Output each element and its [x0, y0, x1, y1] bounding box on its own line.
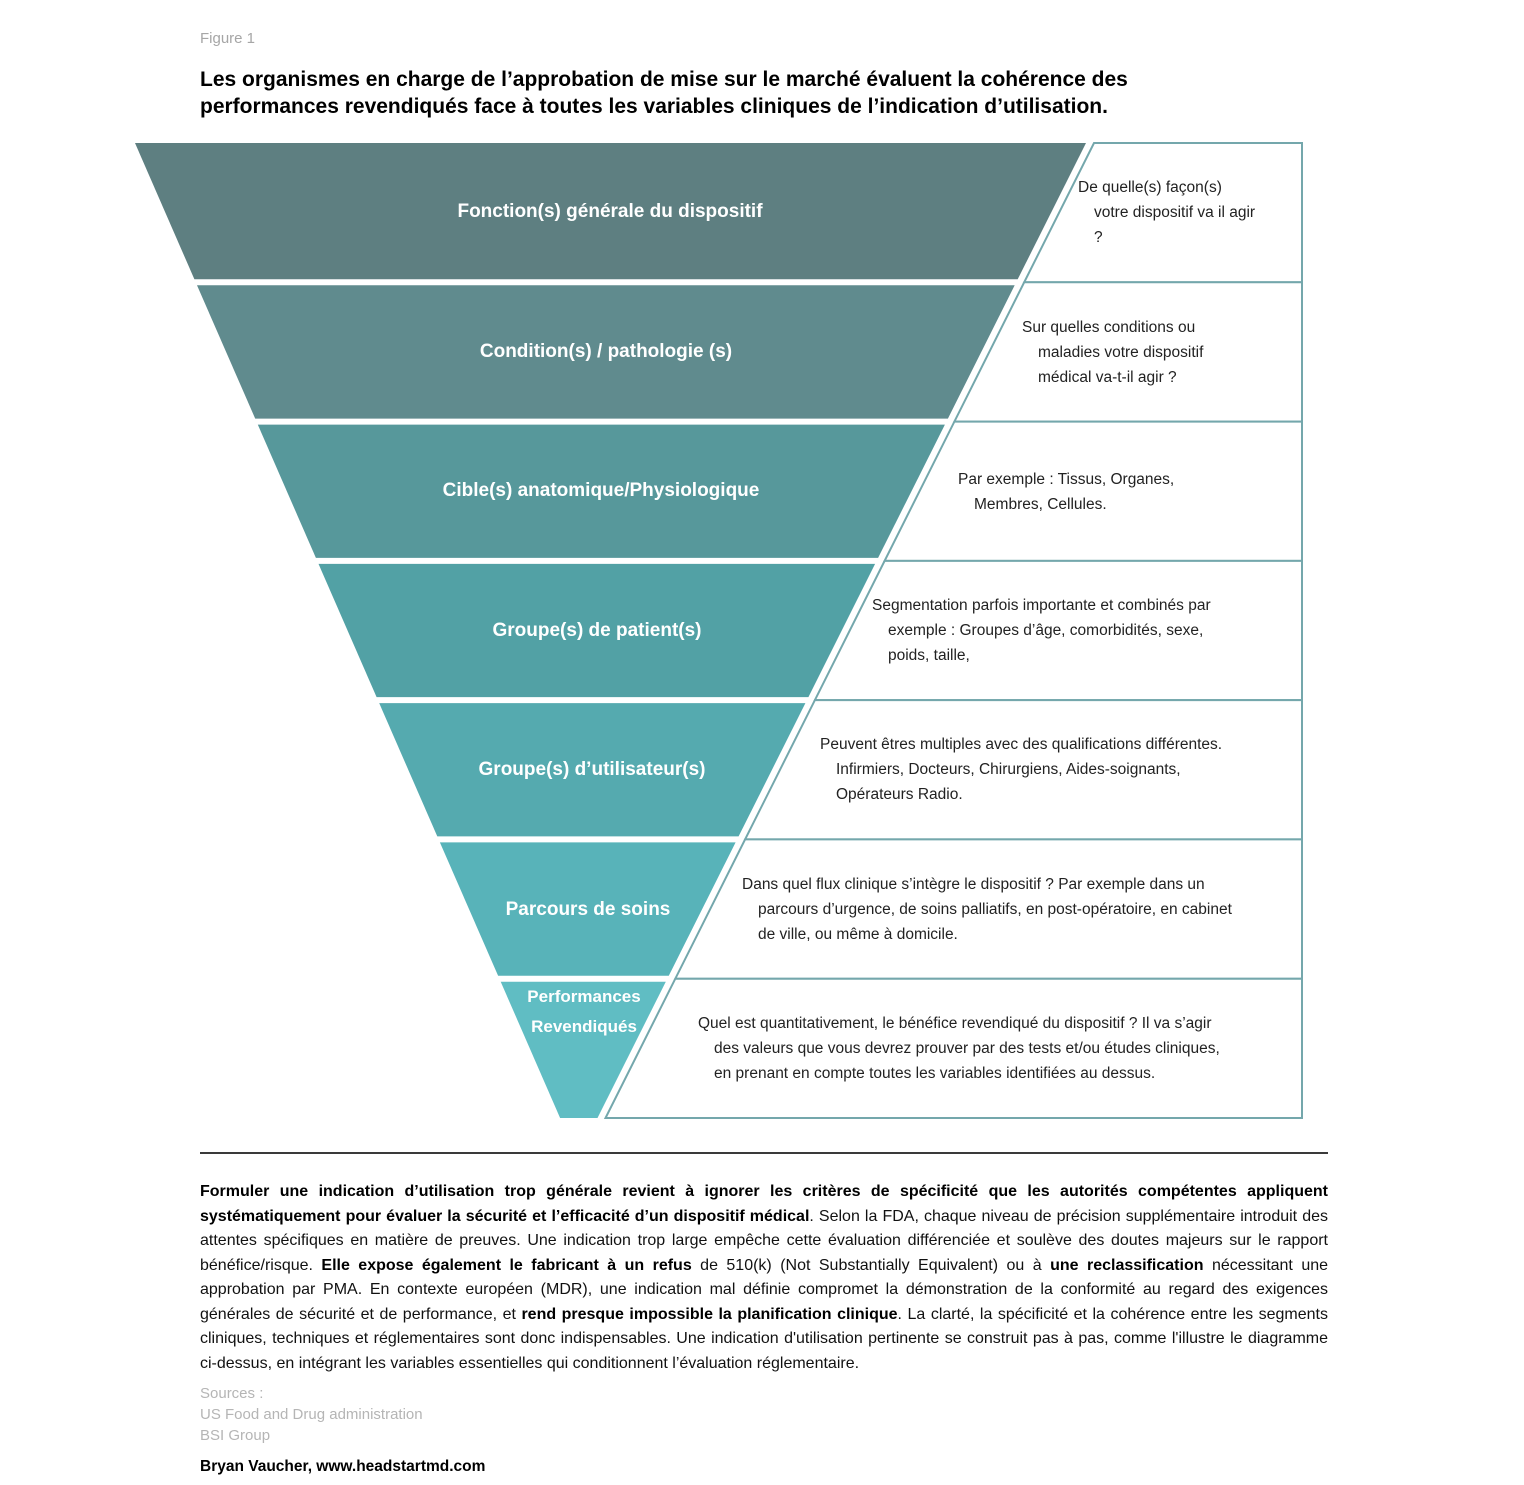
- funnel-level-label: Fonction(s) générale du dispositif: [457, 201, 763, 222]
- funnel-level-label: Revendiqués: [531, 1017, 637, 1036]
- description-box: Peuvent êtres multiples avec des qualifi…: [820, 700, 1245, 839]
- commentary-paragraph: Formuler une indication d’utilisation tr…: [200, 1183, 1329, 1372]
- sources-block: Sources : US Food and Drug administratio…: [200, 1383, 423, 1446]
- author-footer: Bryan Vaucher, www.headstartmd.com: [200, 1458, 486, 1475]
- source-item: BSI Group: [200, 1427, 271, 1444]
- description-box: De quelle(s) façon(s) votre dispositif v…: [1078, 143, 1258, 282]
- funnel-level-shape: [135, 143, 1086, 280]
- funnel-level-label: Cible(s) anatomique/Physiologique: [442, 480, 760, 501]
- funnel-level-label: Performances: [527, 987, 641, 1006]
- figure-label: Figure 1: [200, 30, 256, 47]
- funnel-level-label: Groupe(s) de patient(s): [492, 620, 702, 641]
- description-box: Dans quel flux clinique s’intègre le dis…: [742, 839, 1252, 979]
- funnel-level-label: Parcours de soins: [505, 899, 671, 920]
- description-text: De quelle(s) façon(s) votre dispositif v…: [1078, 179, 1256, 246]
- description-box: Par exemple : Tissus, Organes, Membres, …: [958, 422, 1198, 561]
- funnel-level-label: Groupe(s) d’utilisateur(s): [478, 759, 706, 780]
- funnel-level-shape: [500, 981, 666, 1118]
- sources-heading: Sources :: [200, 1385, 264, 1402]
- funnel-level-shape: [379, 703, 806, 837]
- funnel-level-shape: [197, 285, 1015, 419]
- description-box-shape: [603, 977, 1303, 1119]
- description-box: Sur quelles conditions ou maladies votre…: [1022, 282, 1232, 422]
- funnel-level-label: Condition(s) / pathologie (s): [479, 341, 733, 362]
- description-text: Sur quelles conditions ou maladies votre…: [1022, 318, 1204, 386]
- funnel-level-shape: [257, 424, 945, 558]
- description-text: Peuvent êtres multiples avec des qualifi…: [820, 736, 1223, 803]
- funnel-level-shape: [439, 842, 736, 976]
- description-box: Quel est quantitativement, le bénéfice r…: [698, 979, 1228, 1118]
- description-text: Quel est quantitativement, le bénéfice r…: [698, 1015, 1220, 1082]
- funnel-level-shape: [318, 563, 876, 698]
- description-text: Dans quel flux clinique s’intègre le dis…: [742, 875, 1232, 943]
- source-item: US Food and Drug administration: [200, 1406, 423, 1423]
- description-box: Segmentation parfois importante et combi…: [872, 561, 1232, 700]
- horizontal-divider: [200, 1152, 1328, 1154]
- description-text: Par exemple : Tissus, Organes, Membres, …: [958, 470, 1175, 513]
- page-title: Les organismes en charge de l’approbatio…: [200, 68, 1128, 118]
- description-text: Segmentation parfois importante et combi…: [872, 597, 1211, 664]
